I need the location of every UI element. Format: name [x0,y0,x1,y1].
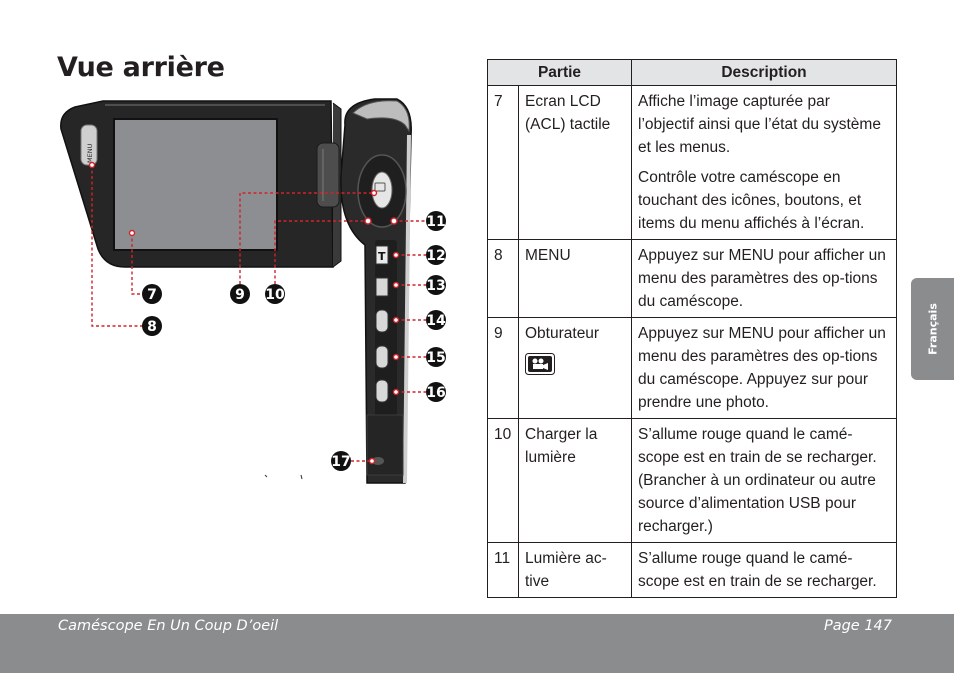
callout-10: 10 [265,284,285,304]
svg-text:15: 15 [426,350,445,366]
shutter-button [371,171,393,209]
t-button-label: T [378,250,386,263]
callout-11: 11 [426,211,446,231]
row-number: 8 [487,239,519,318]
table-row: 7 Ecran LCD (ACL) tactile Affiche l’imag… [487,85,897,240]
callout-15: 15 [426,347,446,367]
svg-text:12: 12 [426,248,445,264]
row-number: 7 [487,85,519,240]
svg-text:16: 16 [426,385,445,401]
svg-text:17: 17 [331,454,350,470]
camcorder-rear-illustration: MENU T [60,98,446,484]
row-part: Obturateur [518,317,632,419]
svg-text:10: 10 [265,287,285,303]
row-number: 11 [487,542,519,598]
svg-text:14: 14 [426,313,446,329]
svg-text:11: 11 [426,214,445,230]
table-row: 11 Lumière ac-tive S’allume rouge quand … [487,542,897,598]
row-number: 10 [487,418,519,543]
svg-text:13: 13 [426,278,445,294]
svg-text:7: 7 [147,287,157,303]
row-part: Charger la lumière [518,418,632,543]
menu-button-label: MENU [86,143,94,163]
row-description: Appuyez sur MENU pour afficher un menu d… [631,317,897,419]
callout-8: 8 [142,316,162,336]
callout-9: 9 [230,284,250,304]
hinge [316,142,340,208]
language-tab-label: Français [926,303,939,355]
row-description: Affiche l’image capturée par l’objectif … [631,85,897,240]
row-description: Appuyez sur MENU pour afficher un menu d… [631,239,897,318]
row-description: S’allume rouge quand le camé-scope est e… [631,418,897,543]
row-number: 9 [487,317,519,419]
lcd-panel: MENU [60,100,342,268]
video-camera-icon [525,353,555,375]
table-row: 8 MENU Appuyez sur MENU pour afficher un… [487,239,897,318]
row-part: Lumière ac-tive [518,542,632,598]
page-title: Vue arrière [57,52,225,83]
language-tab: Français [911,278,954,380]
footer-bar: Caméscope En Un Coup D’oeil Page 147 [0,614,954,673]
callout-7: 7 [142,284,162,304]
header-description: Description [631,59,897,86]
row-part: Ecran LCD (ACL) tactile [518,85,632,240]
svg-text:9: 9 [235,287,245,303]
callout-17: 17 [331,451,351,471]
callout-13: 13 [426,275,446,295]
table-row: 9 Obturateur Appuyez sur MENU pour affic… [487,317,897,419]
camcorder-body: T [264,98,412,484]
callout-14: 14 [426,310,446,330]
footer-document-title: Caméscope En Un Coup D’oeil [58,618,279,634]
row-part-label: Obturateur [525,325,600,342]
header-part: Partie [487,59,632,86]
t-button [375,245,389,265]
callout-16: 16 [426,382,446,402]
footer-page-number: Page 147 [823,618,892,634]
row-part: MENU [518,239,632,318]
svg-text:8: 8 [147,319,157,335]
row-description: S’allume rouge quand le camé-scope est e… [631,542,897,598]
leader-lines [91,165,426,462]
parts-table: Partie Description 7 Ecran LCD (ACL) tac… [487,59,897,598]
table-row: 10 Charger la lumière S’allume rouge qua… [487,418,897,543]
callout-12: 12 [426,245,446,265]
table-header-row: Partie Description [487,59,897,86]
leader-dots [88,161,400,465]
lcd-screen [113,118,278,251]
